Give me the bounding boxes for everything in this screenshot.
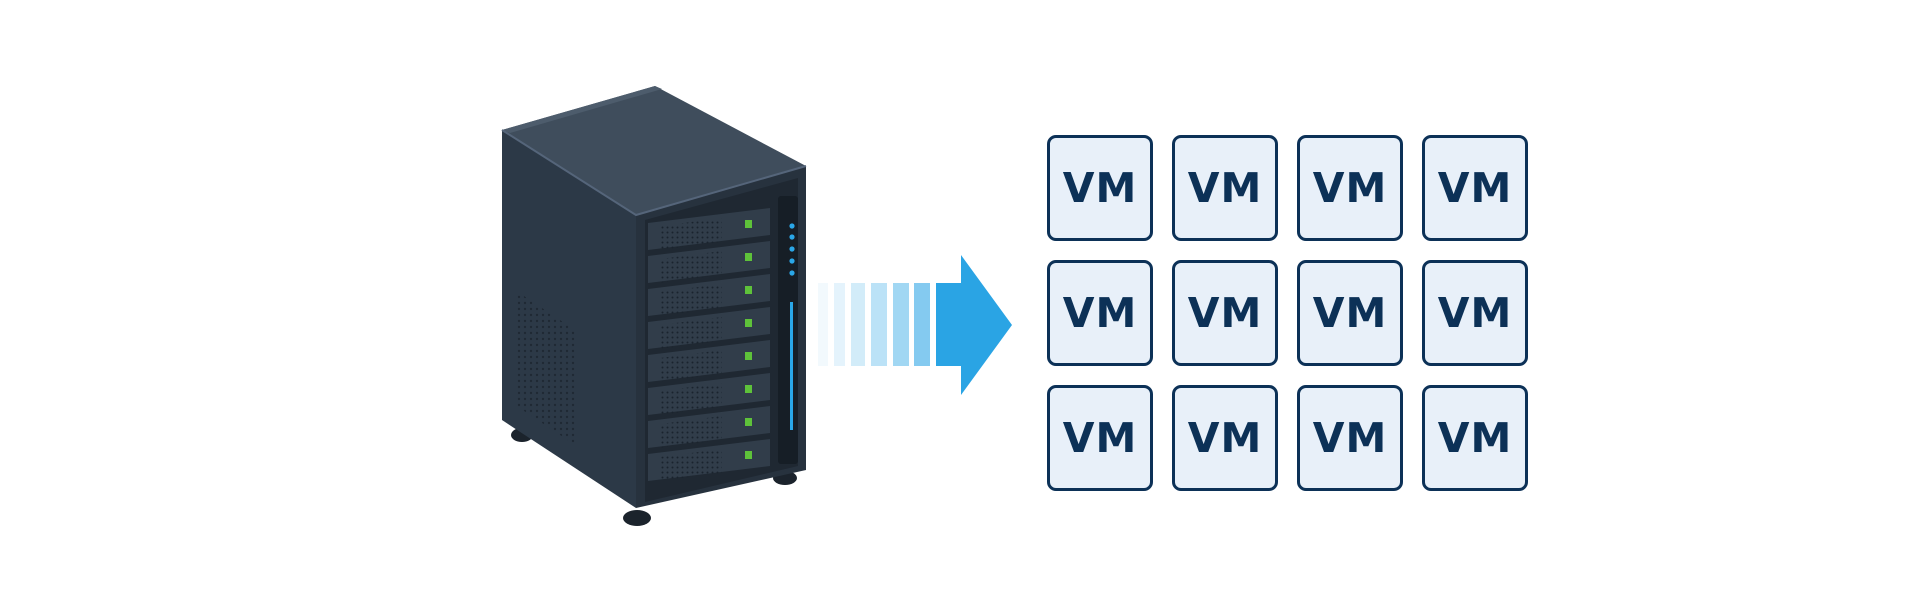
vm-tile: VM [1047,385,1153,491]
vm-label: VM [1187,163,1263,212]
drive-bay-icon [648,241,770,283]
vm-tile: VM [1172,135,1278,241]
vm-tile: VM [1047,260,1153,366]
vm-tile: VM [1172,385,1278,491]
vm-tile: VM [1047,135,1153,241]
vm-tile: VM [1172,260,1278,366]
vm-tile: VM [1297,135,1403,241]
vm-label: VM [1062,163,1138,212]
vm-label: VM [1062,288,1138,337]
drive-bay-icon [648,439,770,481]
vm-label: VM [1062,413,1138,462]
vm-tile: VM [1422,135,1528,241]
drive-bay-icon [648,373,770,415]
server-tower-icon [501,86,807,526]
vm-tile: VM [1422,260,1528,366]
vm-label: VM [1312,163,1388,212]
status-led-icon [789,223,795,276]
vm-label: VM [1187,413,1263,462]
vm-tile: VM [1297,385,1403,491]
vm-label: VM [1437,288,1513,337]
drive-bay-icon [648,208,770,250]
drive-bay-icon [648,340,770,382]
vm-label: VM [1312,288,1388,337]
vm-label: VM [1312,413,1388,462]
right-arrow-icon [818,255,1012,395]
vm-tile: VM [1422,385,1528,491]
drive-bay-icon [648,406,770,448]
vm-grid: VM VM VM VM VM VM VM VM VM VM VM VM [1047,135,1528,491]
vm-label: VM [1437,413,1513,462]
vm-tile: VM [1297,260,1403,366]
status-light-bar [790,302,793,430]
drive-bays [648,208,770,481]
drive-bay-icon [648,307,770,349]
vm-label: VM [1437,163,1513,212]
drive-bay-icon [648,274,770,316]
vm-label: VM [1187,288,1263,337]
